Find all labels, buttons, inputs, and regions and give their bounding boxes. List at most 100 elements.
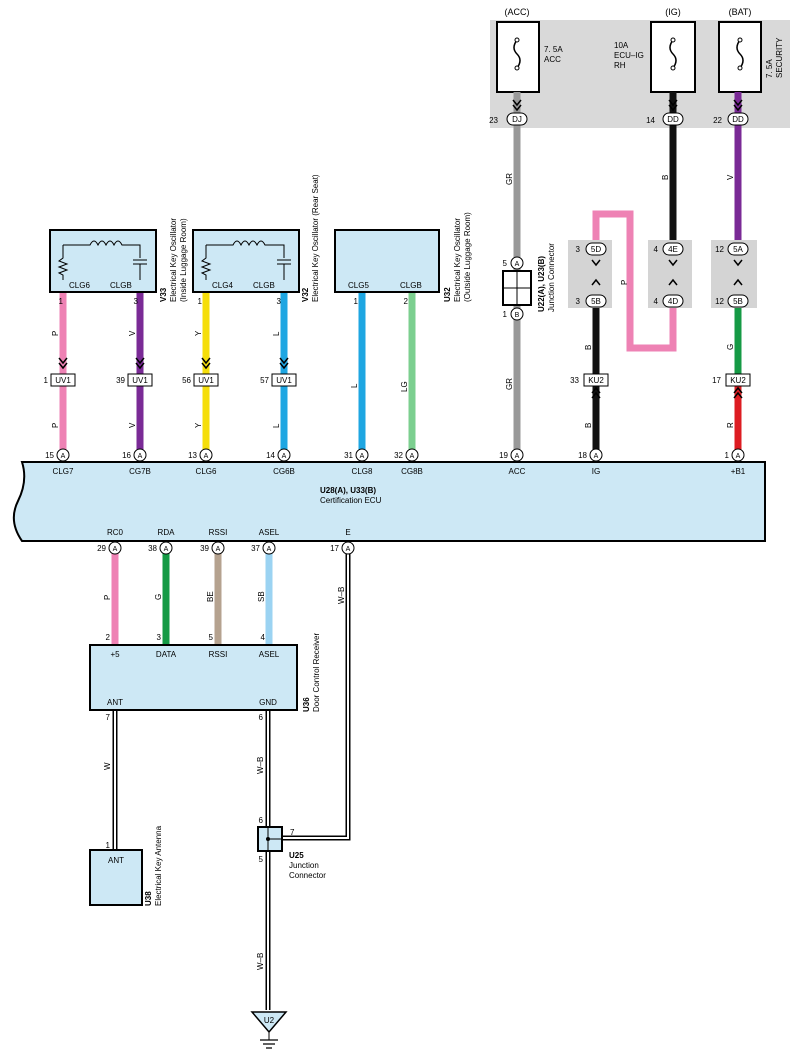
pin-label: CG6B (273, 467, 295, 476)
pin-connector: A (282, 453, 287, 460)
svg-text:UV1: UV1 (55, 376, 71, 385)
svg-text:CLG6: CLG6 (69, 281, 90, 290)
svg-text:Electrical Key Oscillator: Electrical Key Oscillator (453, 218, 462, 302)
svg-text:DATA: DATA (156, 650, 177, 659)
pin-connector: A (346, 546, 351, 553)
capacitor-icon (133, 259, 147, 280)
fuse-source-label: (ACC) (505, 7, 530, 17)
svg-text:23: 23 (489, 116, 498, 125)
svg-text:5A: 5A (733, 245, 743, 254)
pin-number: 16 (122, 451, 131, 460)
pin-connector: A (736, 453, 741, 460)
svg-text:B: B (584, 345, 593, 350)
svg-text:G: G (154, 594, 163, 600)
pin-label: E (345, 528, 350, 537)
pin-label: CLG7 (53, 467, 74, 476)
fuse-icon (669, 39, 677, 69)
pin-connector: A (113, 546, 118, 553)
coil-icon (63, 240, 141, 258)
junction-5a-5b: 12 5A 12 5B (715, 242, 749, 308)
svg-text:R: R (726, 422, 735, 428)
fuse-bat: (BAT) 7. 5A SECURITY (718, 7, 784, 93)
svg-text:CLGB: CLGB (400, 281, 422, 290)
fuse-connector-dj: 23 DJ (489, 112, 528, 126)
pin-connector: A (267, 546, 272, 553)
svg-text:5: 5 (503, 259, 508, 268)
svg-text:BE: BE (206, 591, 215, 602)
svg-text:P: P (51, 423, 60, 428)
svg-text:B: B (661, 175, 670, 180)
fuse-source-label: (BAT) (729, 7, 752, 17)
svg-text:33: 33 (570, 376, 579, 385)
svg-text:KU2: KU2 (588, 376, 604, 385)
svg-text:17: 17 (712, 376, 721, 385)
svg-text:ANT: ANT (107, 698, 123, 707)
pin-label: RC0 (107, 528, 124, 537)
svg-text:22: 22 (713, 116, 722, 125)
svg-text:2: 2 (106, 633, 111, 642)
pin-number: 14 (266, 451, 275, 460)
svg-text:CLG5: CLG5 (348, 281, 369, 290)
fuse-acc: (ACC) 7. 5A ACC (496, 7, 563, 93)
pin-label: ASEL (259, 528, 280, 537)
svg-text:UV1: UV1 (132, 376, 148, 385)
svg-text:U2: U2 (264, 1016, 275, 1025)
junction-5d-5b: 3 5D 3 5B (576, 242, 607, 308)
pin-number: 17 (330, 544, 339, 553)
svg-text:KU2: KU2 (730, 376, 746, 385)
svg-text:P: P (103, 595, 112, 600)
electrical-key-antenna: 1 ANT U38 Electrical Key Antenna (89, 825, 163, 906)
svg-text:V: V (726, 174, 735, 180)
svg-text:V33: V33 (159, 287, 168, 302)
inline-connector-ku2: 33 KU2 (570, 373, 609, 387)
inline-connector-uv1: 1 UV1 (44, 373, 76, 387)
oscillator-u32: CLG5 CLGB 1 2 U32 Electrical Key Oscilla… (334, 212, 472, 306)
pin-label: CLG6 (196, 467, 217, 476)
svg-text:DJ: DJ (512, 115, 522, 124)
svg-text:56: 56 (182, 376, 191, 385)
svg-text:5B: 5B (733, 297, 743, 306)
svg-text:Y: Y (194, 330, 203, 336)
svg-text:4E: 4E (668, 245, 678, 254)
svg-text:3: 3 (134, 297, 139, 306)
pin-connector: A (410, 453, 415, 460)
ground-point: U2 (250, 1011, 288, 1049)
fuse-icon (513, 39, 521, 69)
ecu-pin-e: E 17 A (330, 528, 355, 555)
svg-text:V: V (128, 330, 137, 336)
svg-text:L: L (350, 383, 359, 388)
svg-text:Electrical Key Oscillator: Electrical Key Oscillator (169, 218, 178, 302)
svg-text:4: 4 (654, 245, 659, 254)
pin-number: 1 (725, 451, 730, 460)
pin-connector: A (204, 453, 209, 460)
svg-text:6: 6 (259, 713, 264, 722)
ground-icon (260, 1039, 278, 1049)
svg-text:7. 5A: 7. 5A (544, 45, 563, 54)
inline-connector-ku2: 17 KU2 (712, 373, 751, 387)
fuse-icon (736, 39, 744, 69)
svg-text:UV1: UV1 (276, 376, 292, 385)
resistor-icon (57, 245, 69, 280)
svg-text:Electrical Key Antenna: Electrical Key Antenna (154, 825, 163, 906)
pin-number: 32 (394, 451, 403, 460)
svg-text:U28(A), U33(B): U28(A), U33(B) (320, 486, 376, 495)
svg-text:10A: 10A (614, 41, 629, 50)
svg-text:Electrical Key Oscillator (Rea: Electrical Key Oscillator (Rear Seat) (311, 174, 320, 302)
inline-chevron-icons (58, 357, 743, 399)
svg-text:L: L (272, 331, 281, 336)
pin-connector: A (515, 453, 520, 460)
svg-text:W: W (103, 762, 112, 770)
svg-text:4: 4 (261, 633, 266, 642)
pin-number: 13 (188, 451, 197, 460)
svg-text:39: 39 (116, 376, 125, 385)
svg-text:14: 14 (646, 116, 655, 125)
svg-text:UV1: UV1 (198, 376, 214, 385)
ecu-pin-cg6b: 14 A CG6B (266, 448, 295, 476)
